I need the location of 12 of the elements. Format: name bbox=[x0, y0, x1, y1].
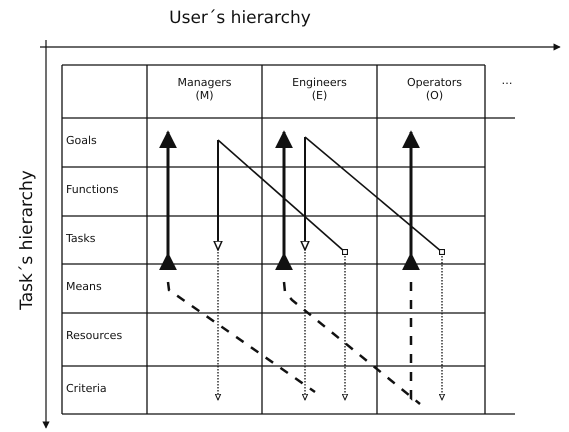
ellipsis: … bbox=[500, 74, 514, 87]
axis-title: User´s hierarchy bbox=[168, 8, 312, 28]
column-header: Managers (M) bbox=[177, 76, 232, 102]
row-header: Tasks bbox=[66, 232, 96, 245]
row-header: Means bbox=[66, 280, 102, 293]
column-header: Operators (O) bbox=[407, 76, 462, 102]
row-header: Functions bbox=[66, 183, 119, 196]
row-header: Criteria bbox=[66, 382, 107, 395]
row-header: Resources bbox=[66, 329, 122, 342]
column-header: Engineers (E) bbox=[292, 76, 347, 102]
row-header: Goals bbox=[66, 134, 97, 147]
axis-title: Task´s hierarchy bbox=[17, 169, 37, 312]
